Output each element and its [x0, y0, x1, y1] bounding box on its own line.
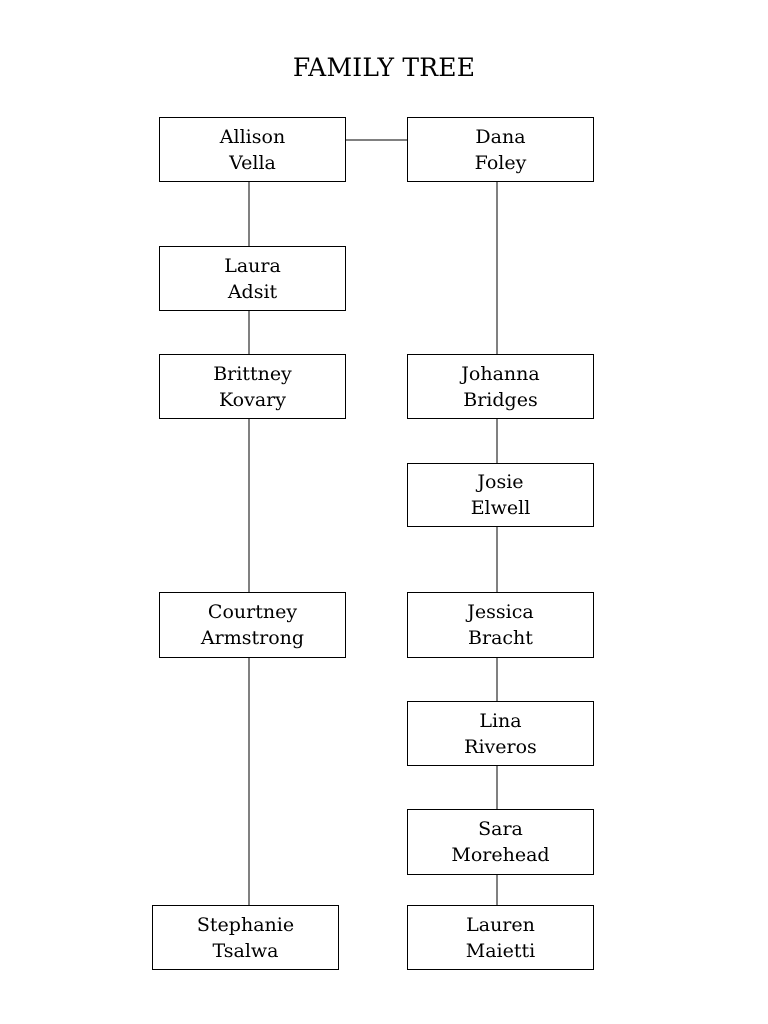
person-box-johanna-bridges: Johanna Bridges	[407, 354, 594, 419]
person-first-name: Allison	[219, 125, 286, 148]
person-first-name: Dana	[475, 125, 526, 148]
person-first-name: Lina	[479, 709, 522, 732]
person-last-name: Bracht	[468, 627, 533, 649]
person-box-lina-riveros: Lina Riveros	[407, 701, 594, 766]
person-first-name: Brittney	[213, 362, 292, 385]
person-last-name: Maietti	[465, 939, 536, 962]
person-last-name: Vella	[229, 151, 276, 174]
person-first-name: Jessica	[467, 601, 534, 623]
person-last-name: Kovary	[218, 388, 286, 411]
page-title: FAMILY TREE	[292, 53, 476, 82]
person-box-lauren-maietti: Lauren Maietti	[407, 905, 594, 970]
person-last-name: Riveros	[464, 735, 537, 758]
person-box-courtney-armstrong: Courtney Armstrong	[159, 592, 346, 658]
person-last-name: Tsalwa	[212, 939, 279, 962]
person-box-laura-adsit: Laura Adsit	[159, 246, 346, 311]
person-first-name: Lauren	[466, 913, 535, 936]
person-last-name: Adsit	[227, 280, 278, 303]
person-first-name: Courtney	[207, 601, 298, 623]
person-box-josie-elwell: Josie Elwell	[407, 463, 594, 527]
person-last-name: Bridges	[463, 388, 538, 411]
person-box-allison-vella: Allison Vella	[159, 117, 346, 182]
person-last-name: Morehead	[451, 844, 550, 866]
person-first-name: Josie	[477, 471, 524, 493]
person-box-brittney-kovary: Brittney Kovary	[159, 354, 346, 419]
person-box-jessica-bracht: Jessica Bracht	[407, 592, 594, 658]
person-first-name: Johanna	[461, 362, 540, 385]
person-first-name: Stephanie	[196, 913, 295, 936]
person-last-name: Elwell	[470, 497, 531, 519]
person-box-stephanie-tsalwa: Stephanie Tsalwa	[152, 905, 339, 970]
person-box-dana-foley: Dana Foley	[407, 117, 594, 182]
person-box-sara-morehead: Sara Morehead	[407, 809, 594, 875]
person-last-name: Armstrong	[200, 627, 305, 649]
person-last-name: Foley	[474, 151, 527, 174]
person-first-name: Laura	[224, 254, 281, 277]
person-first-name: Sara	[478, 818, 523, 840]
